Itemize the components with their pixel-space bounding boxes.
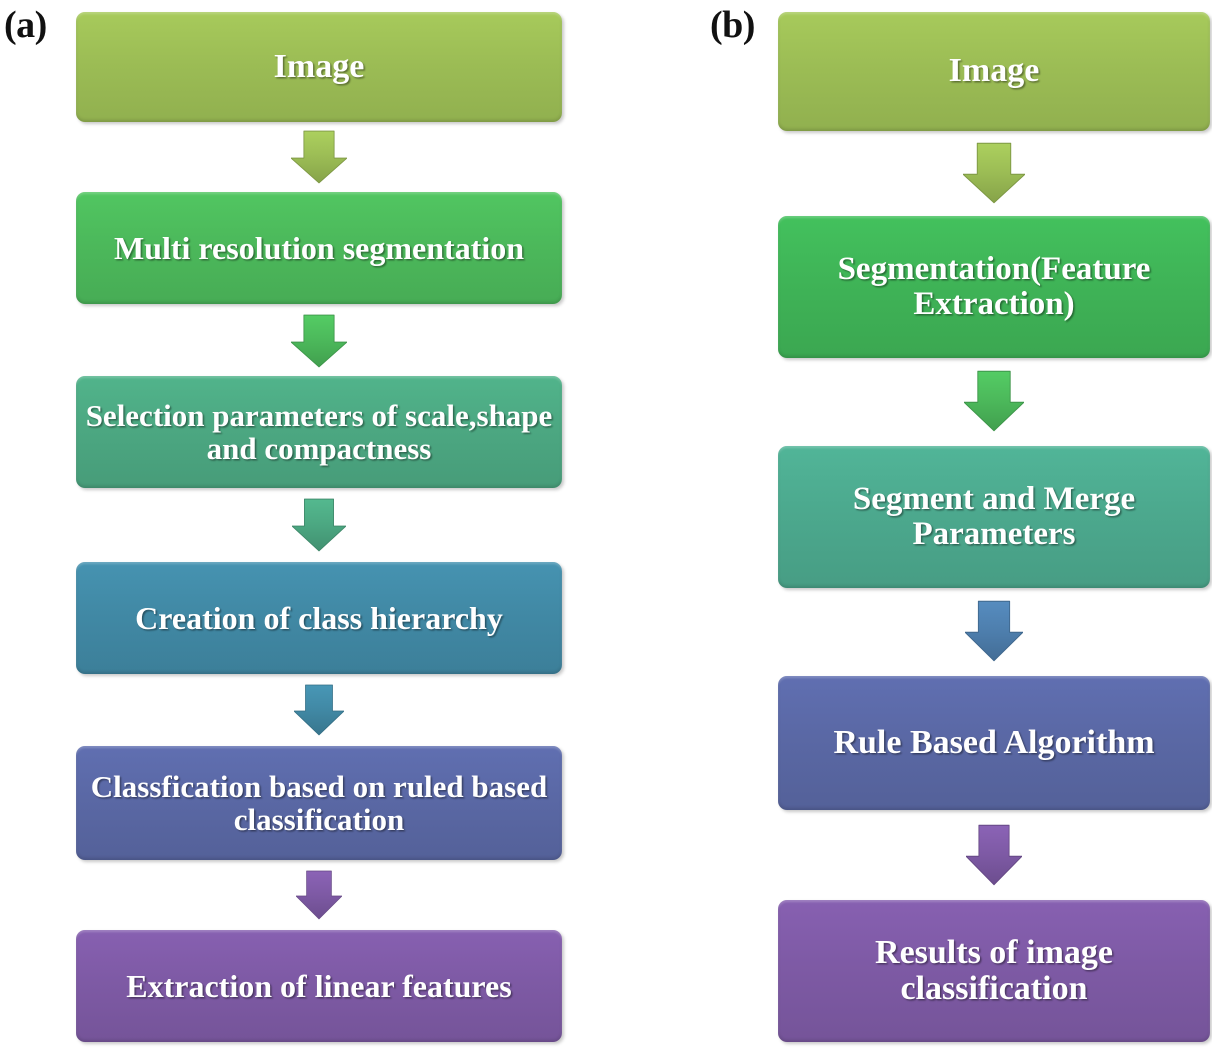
node-label: Creation of class hierarchy: [135, 599, 503, 636]
node-label: Extraction of linear features: [126, 967, 512, 1004]
node-image: Image: [76, 12, 562, 122]
node-label: Segment and Merge Parameters: [852, 480, 1136, 552]
down-arrow-hierarchy-to-classification-icon: [294, 684, 344, 736]
node-label: Segmentation(Feature Extraction): [837, 250, 1151, 322]
down-arrow-segmentation-to-parameters-icon: [291, 314, 347, 368]
node-segmentation-feature-extraction: Segmentation(Feature Extraction): [778, 216, 1210, 358]
panel-b-label: (b): [710, 4, 755, 46]
node-class-hierarchy: Creation of class hierarchy: [76, 562, 562, 674]
panel-a-label: (a): [4, 4, 47, 46]
node-rule-based-algorithm: Rule Based Algorithm: [778, 676, 1210, 810]
node-segment-merge-parameters: Segment and Merge Parameters: [778, 446, 1210, 588]
node-multi-resolution-segmentation: Multi resolution segmentation: [76, 192, 562, 304]
down-arrow-image-to-segmentation-icon: [963, 142, 1025, 204]
node-label: Image: [948, 52, 1040, 90]
node-label: Results of image classification: [875, 933, 1113, 1007]
node-image: Image: [778, 12, 1210, 131]
node-label: Classfication based on ruled based class…: [90, 768, 548, 837]
down-arrow-parameters-to-algorithm-icon: [965, 600, 1023, 662]
node-label: Rule Based Algorithm: [833, 723, 1155, 761]
down-arrow-classification-to-extraction-icon: [296, 870, 342, 920]
node-label: Selection parameters of scale,shape and …: [85, 397, 553, 466]
down-arrow-image-to-segmentation-icon: [291, 130, 347, 184]
node-rule-based-classification: Classfication based on ruled based class…: [76, 746, 562, 860]
down-arrow-algorithm-to-results-icon: [966, 824, 1022, 886]
down-arrow-parameters-to-hierarchy-icon: [292, 498, 346, 552]
node-selection-parameters: Selection parameters of scale,shape and …: [76, 376, 562, 488]
node-label: Multi resolution segmentation: [113, 229, 525, 266]
node-results-of-image-classification: Results of image classification: [778, 900, 1210, 1042]
down-arrow-segmentation-to-parameters-icon: [964, 370, 1024, 432]
node-linear-feature-extraction: Extraction of linear features: [76, 930, 562, 1042]
node-label: Image: [273, 47, 365, 85]
